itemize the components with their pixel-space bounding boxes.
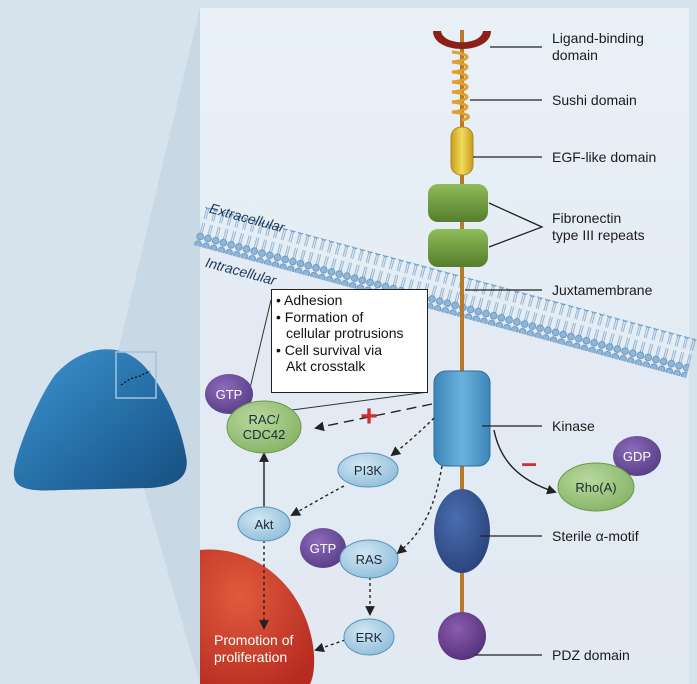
erk-label: ERK — [355, 629, 383, 645]
activation-plus-sign: + — [360, 399, 378, 433]
infobox-line-1: • Adhesion — [276, 292, 343, 308]
zoom-box — [115, 351, 157, 399]
egf-like-domain — [450, 126, 474, 176]
label-fibronectin: Fibronectin type III repeats — [552, 210, 645, 243]
rho-a-molecule — [557, 462, 635, 512]
rac-cdc42-molecule — [226, 400, 302, 454]
sterile-alpha-motif — [434, 489, 490, 573]
label-juxtamembrane: Juxtamembrane — [552, 282, 653, 298]
fibronectin-repeat-1 — [428, 184, 488, 222]
leader-lines — [465, 46, 544, 656]
kinase-domain — [433, 370, 491, 467]
ras-label: RAS — [355, 551, 383, 567]
infobox-line-4: • Cell survival via — [276, 341, 383, 358]
gtp-rac-label: GTP — [215, 386, 243, 402]
akt-label: Akt — [254, 516, 274, 532]
ligand-binding-domain — [433, 31, 491, 49]
function-infobox: • Adhesion • Formation of cellular protr… — [271, 289, 428, 393]
gdp-label: GDP — [622, 448, 652, 464]
fibronectin-repeat-2 — [428, 229, 488, 267]
label-ligand-binding: Ligand-binding domain — [552, 30, 644, 63]
gtp-ras-molecule — [300, 528, 346, 568]
infobox-line-5: Akt crosstalk — [286, 358, 366, 374]
infobox-line-2: • Formation of — [276, 308, 364, 325]
pi3k-molecule — [337, 452, 399, 488]
gtp-ras-label: GTP — [309, 540, 337, 556]
infobox-line-3: cellular protrusions — [286, 325, 404, 341]
akt-molecule — [237, 506, 291, 542]
label-kinase: Kinase — [552, 418, 595, 434]
rac-cdc42-label: RAC/ CDC42 — [242, 412, 286, 442]
sushi-domain — [451, 50, 471, 122]
zoom-cone — [118, 8, 200, 684]
rho-a-label: Rho(A) — [575, 479, 617, 495]
ras-molecule — [339, 539, 399, 579]
pdz-domain — [438, 612, 486, 660]
label-egf: EGF-like domain — [552, 149, 657, 165]
label-sushi: Sushi domain — [552, 92, 637, 108]
signal-arrows — [259, 403, 557, 653]
pi3k-label: PI3K — [353, 462, 383, 478]
label-sterile-motif: Sterile α-motif — [552, 528, 639, 544]
gtp-rac-molecule — [205, 374, 253, 414]
cell-membrane — [193, 206, 697, 379]
proliferation-label: Promotion of proliferation — [214, 632, 294, 665]
erk-molecule — [343, 618, 395, 656]
cell-receptor-mark — [120, 370, 151, 386]
label-pdz: PDZ domain — [552, 647, 630, 663]
gdp-molecule — [613, 436, 661, 476]
inhibition-minus-sign: – — [521, 446, 537, 478]
cell-body — [13, 349, 187, 491]
proliferating-cell — [200, 549, 315, 684]
